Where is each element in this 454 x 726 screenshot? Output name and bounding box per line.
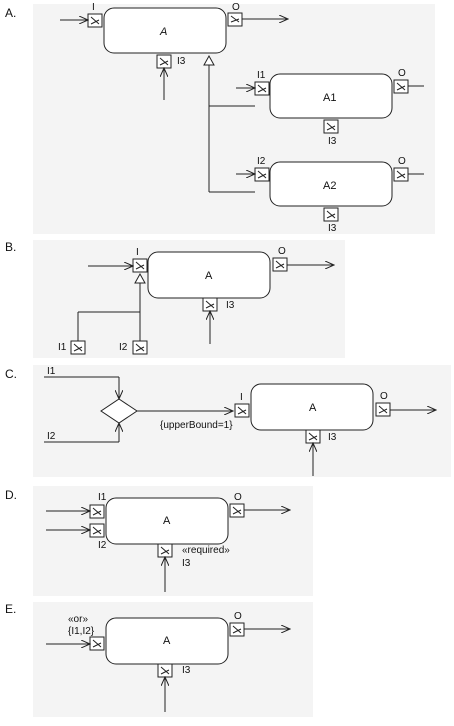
decision-node [100, 398, 138, 424]
pin-label-a1-i1: I1 [257, 70, 266, 81]
action-a2 [269, 161, 393, 207]
pin-label-b-i: I [136, 247, 139, 258]
action-a2-name: A2 [323, 180, 337, 192]
action-a [103, 7, 227, 54]
pin-label-c-i: I [240, 392, 243, 403]
action-a-name: A [160, 26, 168, 38]
action-a1 [269, 73, 393, 119]
pin-label-d-i2: I2 [98, 540, 107, 551]
action-d-name: A [163, 515, 171, 527]
stereotype-required: «required» [182, 545, 230, 556]
section-label-a: A. [5, 6, 17, 20]
action-c-name: A [309, 402, 317, 414]
constraint-label: {upperBound=1} [160, 420, 233, 431]
action-a1-name: A1 [323, 92, 337, 104]
action-e-name: A [163, 635, 171, 647]
pin-label-d-o: O [234, 492, 242, 503]
section-label-b: B. [5, 240, 17, 254]
pin-label-e-o: O [234, 611, 242, 622]
or-group-label: {I1,I2} [68, 626, 95, 637]
pin-label-a2-i3: I3 [328, 223, 337, 234]
pin-label-i3: I3 [177, 56, 186, 67]
pin-label-a2-i2: I2 [257, 156, 266, 167]
pin-label-d-i3: I3 [182, 558, 191, 569]
section-label-c: C. [5, 367, 17, 381]
stereotype-or: «or» [68, 614, 89, 625]
pin-label-a1-o: O [398, 68, 406, 79]
section-label-e: E. [5, 602, 17, 616]
panel-c [33, 365, 451, 477]
pin-label-b-i2: I2 [119, 342, 128, 353]
pin-label-b-i1: I1 [58, 342, 67, 353]
action-b-name: A [205, 270, 213, 282]
line-label-c-i1: I1 [47, 366, 56, 377]
section-label-d: D. [5, 488, 17, 502]
pin-label-d-i1: I1 [98, 492, 107, 503]
pin-label-b-o: O [278, 246, 286, 257]
pin-label-e-i3: I3 [182, 665, 191, 676]
pin-label-o: O [232, 2, 240, 13]
line-label-c-i2: I2 [47, 431, 56, 442]
pin-label-a2-o: O [398, 156, 406, 167]
pin-label-c-i3: I3 [328, 432, 337, 443]
pin-label-c-o: O [380, 391, 388, 402]
pin-label-a1-i3: I3 [328, 136, 337, 147]
pin-label-b-i3: I3 [226, 300, 235, 311]
pin-label-i: I [92, 2, 95, 13]
